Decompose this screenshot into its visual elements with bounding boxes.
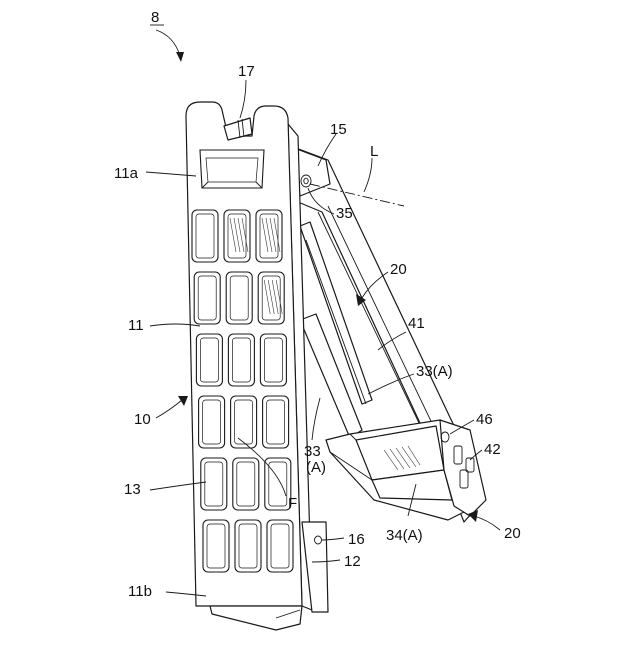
label-33-lower: 33 [304,443,321,460]
label-F: F [288,495,297,512]
label-L: L [370,143,378,160]
label-35: 35 [336,205,353,222]
label-41: 41 [408,315,425,332]
label-11: 11 [128,317,144,334]
label-46: 46 [476,411,493,428]
label-34A: 34(A) [386,527,423,544]
label-33A-right: 33(A) [416,363,453,380]
label-20-top: 20 [390,261,407,278]
label-11b: 11b [128,583,152,600]
label-20-bottom: 20 [504,525,521,542]
label-12: 12 [344,553,361,570]
label-42: 42 [484,441,501,458]
label-13: 13 [124,481,141,498]
label-10: 10 [134,411,151,428]
label-A-lower: (A) [306,459,326,476]
label-17: 17 [238,63,255,80]
label-11a: 11a [114,165,139,182]
label-15: 15 [330,121,347,138]
label-8: 8 [151,9,159,26]
label-16: 16 [348,531,365,548]
